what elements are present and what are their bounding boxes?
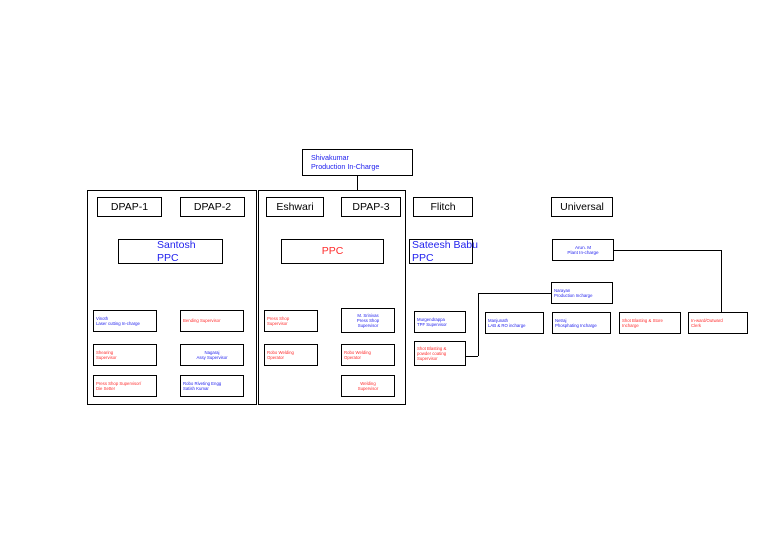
leaf-line-2: Incharge [622, 323, 639, 328]
ppc-line-1: Sateesh Babu [412, 239, 478, 252]
leaf-line-1: M. Srinivas [357, 312, 379, 318]
plant-incharge-line-2: Plant In-charge [567, 250, 599, 255]
leaf-box-eshwari-2: Robo Welding Operator [264, 344, 318, 366]
leaf-line-3: Supervisor [417, 356, 438, 362]
leaf-line-1: Nagaraj [204, 349, 220, 355]
leaf-line-2: Operator [267, 355, 284, 360]
leaf-line-1: Press Shop [267, 315, 290, 321]
leaf-box-flitch-2: Shot Blasting & powder coating Superviso… [414, 341, 466, 366]
leaf-box-dpap2-3: Robo Riveting Engg Satish Kumar [180, 375, 244, 397]
header-label: Eshwari [276, 200, 314, 213]
production-incharge-line-1: Narayan [554, 287, 571, 293]
leaf-line-1: Shot Blasting & Store [622, 317, 663, 323]
ppc-line-1: Santosh [157, 239, 196, 252]
leaf-line-1: Manjunath [488, 317, 509, 323]
leaf-box-dpap1-2: Shearing Supervisor [93, 344, 157, 366]
leaf-line-1: Vinoth [96, 315, 109, 321]
title-box-production-incharge: Shivakumar Production In-Charge [302, 149, 413, 176]
connector-arun-down [721, 250, 722, 312]
leaf-line-2: Operator [344, 355, 361, 360]
ppc-box-santosh: Santosh PPC [118, 239, 223, 264]
leaf-line-2: powder coating [417, 350, 447, 356]
leaf-line-1: Robo Riveting Engg [183, 380, 222, 386]
connector-narayan-left [478, 293, 551, 294]
title-line-1: Shivakumar [311, 153, 349, 163]
leaf-box-eshwari-1: Press Shop Supervisor [264, 310, 318, 332]
leaf-line-1: Bending Supervisor [183, 318, 221, 324]
header-box-flitch: Flitch [413, 197, 473, 217]
leaf-box-universal-1: Manjunath LAB & RO incharge [485, 312, 544, 334]
header-box-dpap-2: DPAP-2 [180, 197, 245, 217]
header-label: DPAP-1 [110, 200, 149, 213]
leaf-line-1: Shot Blasting & [417, 345, 447, 351]
header-box-dpap-3: DPAP-3 [341, 197, 401, 217]
production-incharge-line-2: Production Incharge [554, 293, 593, 298]
ppc-line-2: PPC [157, 251, 179, 264]
leaf-box-dpap1-3: Press Shop Supervisor/ Die Setter [93, 375, 157, 397]
leaf-box-dpap3-2: Robo Welding Operator [341, 344, 395, 366]
header-label: Flitch [430, 200, 456, 213]
header-box-dpap-1: DPAP-1 [97, 197, 162, 217]
ppc-box-eshwari: PPC [281, 239, 384, 264]
leaf-box-universal-3: Shot Blasting & Store Incharge [619, 312, 681, 334]
leaf-line-1: Press Shop Supervisor/ [96, 380, 142, 386]
header-box-eshwari: Eshwari [266, 197, 324, 217]
leaf-line-2: Assy Supervisor [196, 355, 228, 360]
ppc-box-sateesh-babu: Sateesh Babu PPC [409, 239, 478, 264]
leaf-line-2: LAB & RO incharge [488, 323, 526, 328]
header-label: DPAP-2 [193, 200, 232, 213]
leaf-line-1: Murgendrappa [417, 316, 445, 322]
leaf-line-1: Robo Welding [267, 349, 294, 355]
leaf-box-dpap3-3: Welding Supervisor [341, 375, 395, 397]
leaf-line-1: Shearing [96, 349, 114, 355]
leaf-line-2: Clerk [691, 323, 702, 328]
leaf-line-2: TPF Supervisor [417, 322, 447, 327]
ppc-line-1: PPC [321, 245, 344, 258]
leaf-line-1: In-ward/Outward [691, 317, 723, 323]
leaf-line-2: Supervisor [357, 386, 379, 391]
ppc-line-2: PPC [412, 251, 434, 264]
leaf-box-dpap3-1: M. Srinivas Press Shop Supervisor [341, 308, 395, 333]
leaf-line-2: Die Setter [96, 386, 116, 391]
leaf-line-2: Supervisor [96, 355, 117, 360]
leaf-box-dpap2-2: Nagaraj Assy Supervisor [180, 344, 244, 366]
leaf-box-dpap1-1: Vinoth Laser cutting In-charge [93, 310, 157, 332]
leaf-line-2: Satish Kumar [183, 386, 209, 391]
connector-narayan-down [478, 293, 479, 356]
leaf-box-universal-4: In-ward/Outward Clerk [688, 312, 748, 334]
box-production-incharge-narayan: Narayan Production Incharge [551, 282, 613, 304]
plant-incharge-line-1: Arun. M [574, 244, 592, 250]
box-plant-incharge-arun-m: Arun. M Plant In-charge [552, 239, 614, 261]
leaf-line-2: Phosphating Incharge [555, 323, 597, 328]
group-frame-dpap [87, 190, 257, 405]
connector-narayan-to-flitch [466, 356, 478, 357]
leaf-box-dpap2-1: Bending Supervisor [180, 310, 244, 332]
leaf-box-universal-2: Netraj Phosphating Incharge [552, 312, 611, 334]
header-label: Universal [560, 200, 604, 213]
header-box-universal: Universal [551, 197, 613, 217]
leaf-line-1: Welding [360, 380, 376, 386]
leaf-box-flitch-1: Murgendrappa TPF Supervisor [414, 311, 466, 333]
title-line-2: Production In-Charge [311, 161, 380, 171]
header-label: DPAP-3 [352, 200, 390, 213]
leaf-line-3: Supervisor [357, 323, 379, 329]
leaf-line-1: Netraj [555, 317, 567, 323]
leaf-line-1: Robo Welding [344, 349, 371, 355]
leaf-line-2: Press Shop [356, 317, 380, 323]
group-frame-eshwari [258, 190, 406, 405]
leaf-line-2: Supervisor [267, 321, 288, 326]
connector-arun-right [614, 250, 721, 251]
connector-title-down [357, 176, 358, 190]
leaf-line-2: Laser cutting In-charge [96, 321, 140, 326]
